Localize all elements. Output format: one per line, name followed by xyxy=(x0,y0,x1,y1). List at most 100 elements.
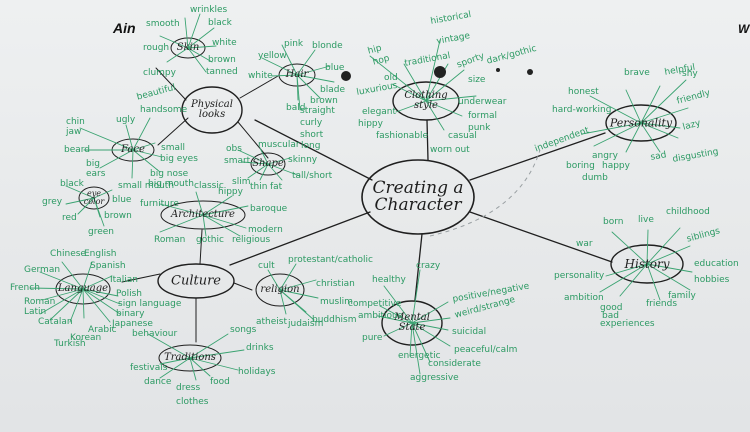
physical-looks-label: Physical looks xyxy=(191,99,233,120)
word-muscular: muscular xyxy=(258,140,300,150)
spoke xyxy=(187,47,207,73)
word-elegant: elegant xyxy=(362,107,397,117)
word-modern: modern xyxy=(248,225,283,235)
word-judaism: judaism xyxy=(288,319,324,329)
word-happy: happy xyxy=(602,161,630,171)
spoke xyxy=(296,74,301,111)
word-turkish: Turkish xyxy=(54,339,86,349)
word-korean: Korean xyxy=(70,333,102,343)
word-binary: binary xyxy=(116,309,145,319)
word-casual: casual xyxy=(448,131,477,141)
word-japanese: Japanese xyxy=(112,319,153,329)
eye-color-label: eye color xyxy=(83,189,105,206)
center-oval xyxy=(361,159,475,235)
word-wrinkles: wrinkles xyxy=(190,5,228,15)
shape-label: Shape xyxy=(252,158,284,169)
spoke xyxy=(593,122,642,147)
word-chinese: Chinese xyxy=(50,249,86,259)
word-energetic: energetic xyxy=(398,351,441,361)
ink-smudge xyxy=(434,66,446,78)
physical-looks-oval xyxy=(181,86,243,134)
spoke xyxy=(189,357,197,381)
spoke xyxy=(383,285,413,324)
link-shape xyxy=(237,121,269,159)
link-religion xyxy=(233,282,253,291)
link-skin xyxy=(155,67,187,101)
face-label: Face xyxy=(121,144,145,155)
spoke xyxy=(369,55,427,102)
spoke xyxy=(646,245,691,265)
spoke xyxy=(259,147,269,165)
clothing-style-label: Clothing style xyxy=(404,90,448,111)
word-blonde: blonde xyxy=(312,41,343,51)
spoke xyxy=(640,122,679,139)
word-tall-short: tall/short xyxy=(292,171,333,181)
word-big-nose: big nose xyxy=(150,169,189,179)
eye-color-oval xyxy=(78,186,110,210)
spoke xyxy=(411,322,421,375)
word-black: black xyxy=(60,179,84,189)
spoke xyxy=(159,35,189,49)
word-baroque: baroque xyxy=(250,204,288,214)
word-drinks: drinks xyxy=(246,343,274,353)
spoke xyxy=(82,261,93,290)
word-german: German xyxy=(24,265,61,275)
spoke xyxy=(589,95,642,124)
spoke xyxy=(267,163,283,181)
spoke xyxy=(605,263,648,277)
spoke xyxy=(279,279,317,291)
traditions-label: Traditions xyxy=(164,352,216,363)
spoke xyxy=(411,301,449,324)
spoke xyxy=(132,149,161,173)
word-holidays: holidays xyxy=(238,367,276,377)
spoke xyxy=(409,322,413,357)
word-brave: brave xyxy=(624,68,650,78)
word-small-mouth: small mouth xyxy=(118,181,175,191)
word-live: live xyxy=(638,215,654,225)
word-considerate: considerate xyxy=(428,359,481,369)
word-competitive: competitive xyxy=(348,299,402,309)
spoke xyxy=(187,27,215,49)
spoke xyxy=(425,69,465,102)
spoke xyxy=(189,357,239,371)
spoke xyxy=(640,85,661,124)
connector-clothing-style xyxy=(426,119,429,161)
word-honest: honest xyxy=(568,87,599,97)
word-old: old xyxy=(384,73,398,83)
word-worn-out: worn out xyxy=(430,145,470,155)
word-blade: blade xyxy=(320,85,345,95)
spoke xyxy=(646,263,661,301)
word-jaw: jaw xyxy=(66,127,82,137)
spoke xyxy=(202,195,233,216)
spoke xyxy=(411,322,431,363)
spoke xyxy=(69,288,84,323)
traditions-oval xyxy=(158,344,222,372)
spoke xyxy=(187,45,217,49)
word-dance: dance xyxy=(144,377,172,387)
spoke xyxy=(99,149,134,169)
spoke xyxy=(82,288,121,305)
word-crazy: crazy xyxy=(416,261,441,271)
spoke xyxy=(296,74,335,83)
corner-mark-left: Ain xyxy=(113,20,136,36)
word-rough: rough xyxy=(143,43,170,53)
spoke xyxy=(271,74,298,77)
dashed-link xyxy=(429,149,541,237)
word-formal: formal xyxy=(468,111,497,121)
spoke xyxy=(189,357,211,377)
word-classic: classic xyxy=(194,181,224,191)
spoke xyxy=(646,227,681,265)
word-friends: friends xyxy=(646,299,678,309)
word-experiences: experiences xyxy=(600,319,655,329)
word-education: education xyxy=(694,259,739,269)
word-bad: bad xyxy=(602,311,619,321)
spoke xyxy=(411,322,449,331)
word-big: big xyxy=(86,159,100,169)
spoke xyxy=(132,142,156,151)
word-dumb: dumb xyxy=(582,173,608,183)
spoke xyxy=(159,214,204,233)
spoke xyxy=(599,263,648,293)
spoke xyxy=(611,231,648,265)
spoke xyxy=(296,65,331,76)
spoke xyxy=(411,317,451,324)
